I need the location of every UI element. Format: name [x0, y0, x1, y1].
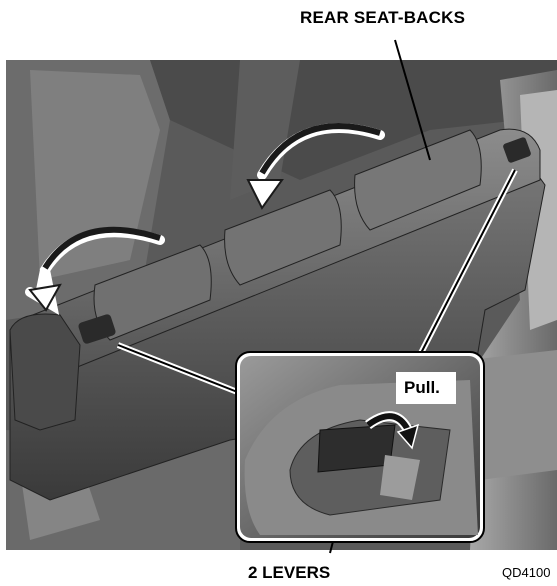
fold-arrow-icon	[246, 123, 385, 210]
levers-label: 2 LEVERS	[248, 563, 331, 582]
fold-arrow-icon	[25, 226, 165, 316]
lever-detail-inset	[235, 351, 485, 543]
figure-code: QD4100	[502, 565, 551, 580]
rear-seat-backs-label: REAR SEAT-BACKS	[300, 8, 466, 27]
rear-seat-back-assembly	[9, 128, 546, 501]
leader-lines	[116, 39, 518, 554]
pull-label: Pull.	[404, 378, 440, 397]
